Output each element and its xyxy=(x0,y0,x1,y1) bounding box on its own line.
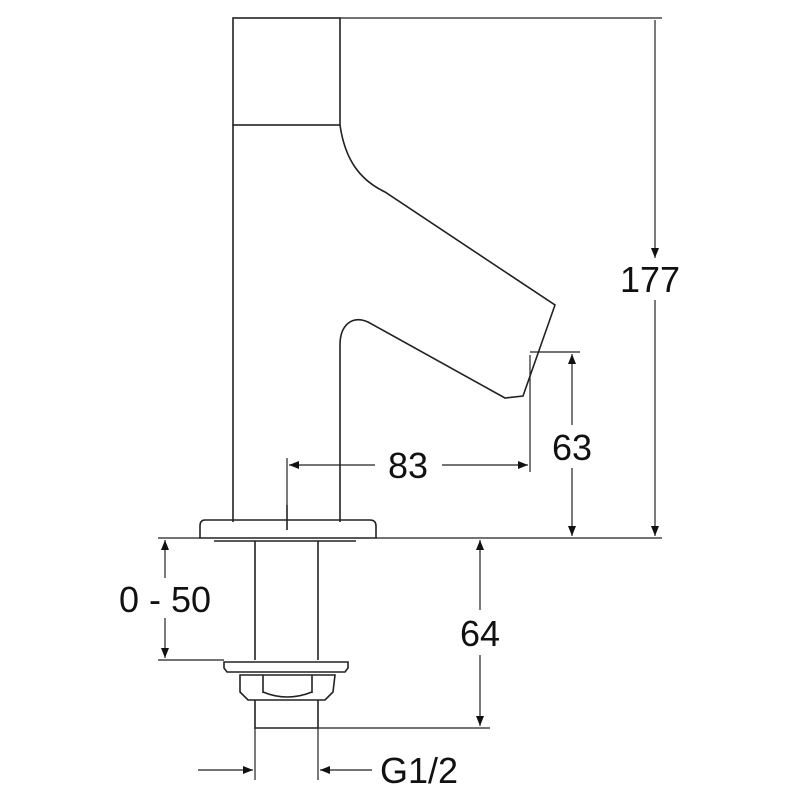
spout-outline xyxy=(339,124,556,522)
label-64: 64 xyxy=(460,613,500,654)
push-button-cap xyxy=(232,17,341,126)
dim-spout-reach: 83 xyxy=(286,355,531,505)
base-plate xyxy=(199,519,377,539)
dim-deck-thickness: 0 - 50 xyxy=(119,537,224,661)
thread-end xyxy=(254,700,319,729)
dim-spout-height: 63 xyxy=(530,351,592,536)
faucet-body xyxy=(199,17,556,729)
lock-nut xyxy=(239,674,336,701)
label-63: 63 xyxy=(552,427,592,468)
lock-washer xyxy=(223,661,349,673)
dim-total-height: 177 xyxy=(340,17,680,539)
label-83: 83 xyxy=(388,445,428,486)
shank xyxy=(254,541,319,660)
label-g1-2: G1/2 xyxy=(380,750,458,791)
dim-thread: G1/2 xyxy=(198,728,458,791)
dim-shank-length: 64 xyxy=(318,540,500,729)
label-0-50: 0 - 50 xyxy=(119,579,211,620)
label-177: 177 xyxy=(620,259,680,300)
